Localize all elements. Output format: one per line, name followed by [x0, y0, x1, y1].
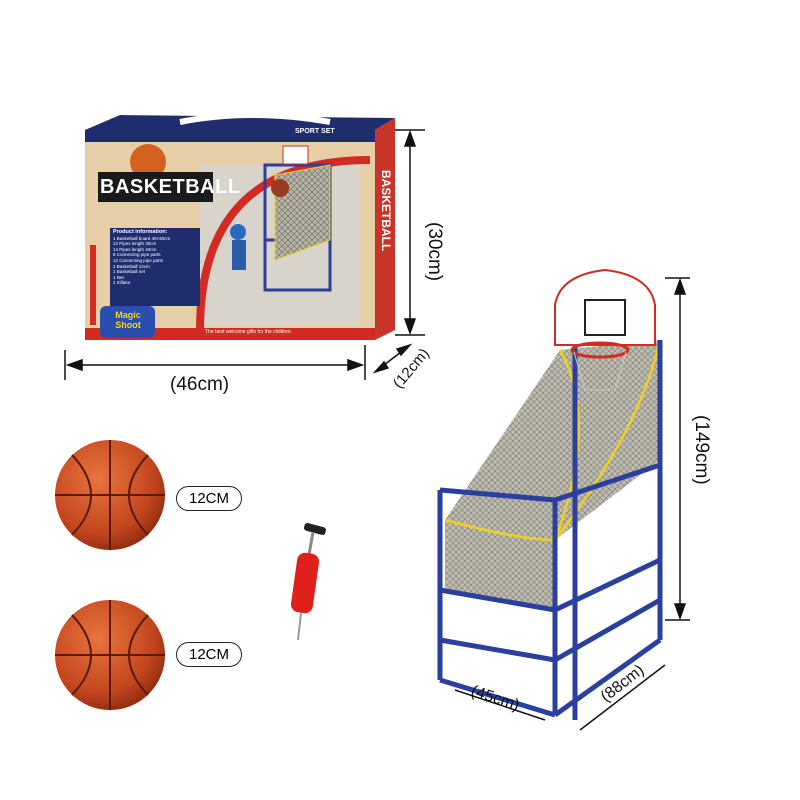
info-item: 12 Connecting pipe parts [113, 257, 164, 263]
info-item: 12 Pipes length 30cm [113, 241, 157, 247]
basketball-2 [55, 600, 165, 710]
info-item: 8 Connecting pipe parts [113, 252, 161, 258]
info-item: 14 Pipes length 40cm [113, 246, 157, 252]
ball-size-label-1: 12CM [176, 486, 243, 511]
info-item: 2 Basketball 12cm [113, 263, 150, 269]
info-item: 1 Net [113, 274, 124, 280]
product-box [85, 112, 395, 340]
box-tagline: The best welcome gifts for the children [205, 329, 291, 335]
box-width-label: (46cm) [170, 374, 230, 395]
ball-size-label-2: 12CM [176, 642, 243, 667]
basketball-1 [55, 440, 165, 550]
product-info-panel: Product information: 1 Basketball board … [113, 229, 199, 286]
arcade-basketball-stand [437, 268, 663, 720]
info-item: 1 Basketball board 40×30cm [113, 235, 171, 241]
product-info-title: Product information: [113, 229, 168, 235]
stand-dimension-lines [454, 277, 690, 731]
box-subtitle: SPORT SET [295, 128, 335, 135]
box-dimension-lines [64, 129, 425, 380]
box-title: BASKETBALL [100, 176, 241, 198]
box-height-label: (30cm) [424, 222, 445, 282]
inflator-pump [290, 522, 326, 641]
stand-height-label: (149cm) [691, 415, 712, 485]
info-item: 1 Basketball net [113, 269, 146, 275]
info-item: 1 Inflator [113, 280, 131, 286]
box-side-text: BASKETBALL [379, 170, 393, 252]
magic-shoot-badge: Magic Shoot [115, 310, 141, 330]
